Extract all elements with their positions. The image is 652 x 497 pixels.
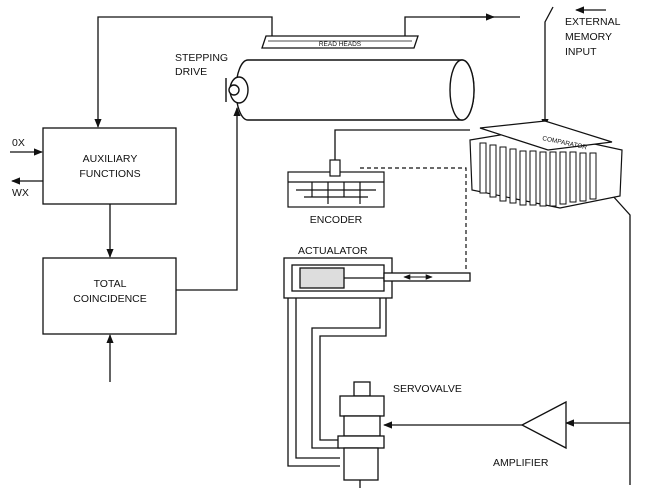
coincidence-label-line2: COINCIDENCE [73, 293, 147, 305]
stepping-drive-drum [225, 59, 475, 121]
servovalve-label: SERVOVALVE [393, 383, 462, 395]
auxiliary-label-line2: FUNCTIONS [79, 168, 140, 180]
read-heads-to-auxiliary-line [94, 16, 273, 128]
read-heads-to-memory-line [404, 16, 520, 36]
coincidence-to-drive-line [176, 107, 241, 291]
comparator-to-encoder-line [334, 129, 470, 160]
external-label-line2: MEMORY [565, 31, 612, 43]
signal-lines [10, 6, 631, 485]
comparator-output-line [611, 194, 631, 485]
hydraulic-lines [287, 298, 387, 467]
read-heads-label: READ HEADS [319, 41, 362, 48]
external-label-line1: EXTERNAL [565, 16, 621, 28]
auxiliary-label-line1: AUXILIARY [83, 153, 138, 165]
comparator-fins [479, 142, 597, 207]
actuator-cylinder [283, 257, 471, 299]
encoder-unit [287, 159, 385, 208]
external-label-line3: INPUT [565, 46, 597, 58]
auxiliary-functions-box: AUXILIARY FUNCTIONS [42, 127, 177, 205]
encoder-feedback-dashed-line [360, 167, 467, 270]
stepping-label-line1: STEPPING [175, 52, 228, 64]
read-heads-bar: READ HEADS [261, 35, 419, 49]
stepping-label-line2: DRIVE [175, 66, 207, 78]
ox-label: 0X [12, 137, 25, 149]
encoder-label: ENCODER [310, 214, 363, 226]
servovalve-unit [337, 381, 385, 488]
wx-label: WX [12, 187, 29, 199]
actuator-label: ACTUALATOR [298, 245, 368, 257]
amplifier-label: AMPLIFIER [493, 457, 549, 469]
amplifier-triangle [520, 400, 567, 450]
coincidence-label-line1: TOTAL [94, 278, 127, 290]
comparator-unit [469, 120, 623, 209]
memory-to-comparator-line [541, 6, 554, 128]
total-coincidence-box: TOTAL COINCIDENCE [42, 257, 177, 335]
